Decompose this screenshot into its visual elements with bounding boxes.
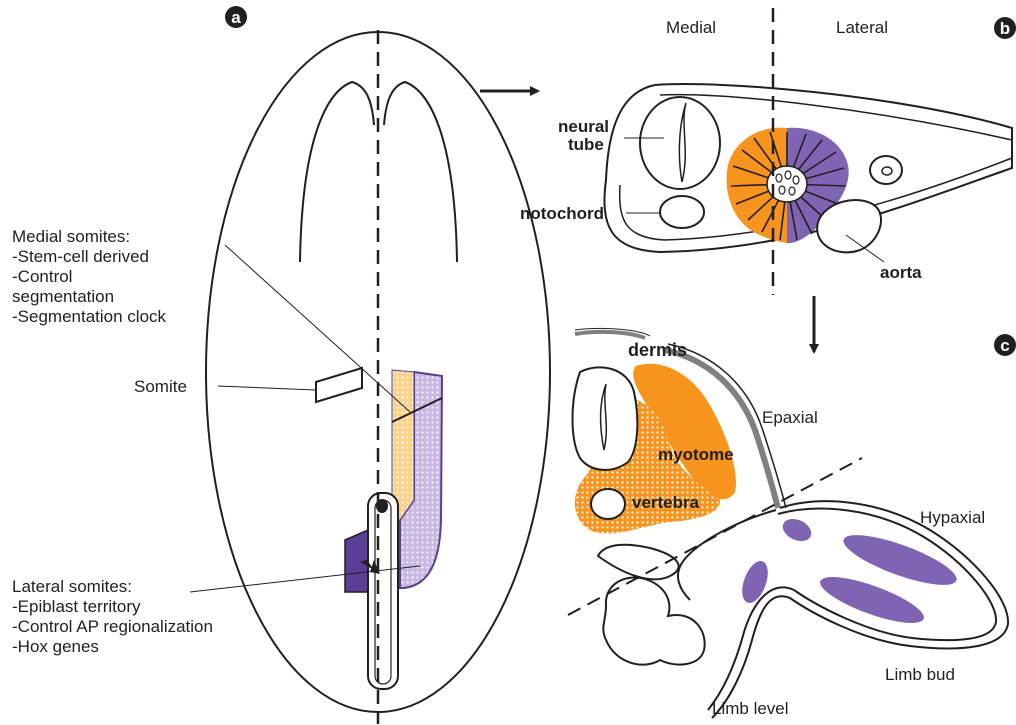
lateral-somites-label: Lateral somites: -Epiblast territory -Co…	[12, 577, 218, 656]
neural-tube-label: neural tube	[558, 117, 614, 154]
panel-b-letter: b	[1000, 19, 1010, 38]
dermis-strip-top	[575, 332, 645, 338]
head-fold-right	[384, 82, 457, 262]
primitive-streak	[368, 493, 398, 689]
medial-somites-label: Medial somites: -Stem-cell derived -Cont…	[12, 227, 167, 326]
medial-label: Medial	[666, 18, 716, 37]
muscle-precursor-2	[737, 558, 773, 607]
cardinal-vein	[870, 156, 902, 184]
myotome-label: myotome	[658, 445, 734, 464]
panel-b: b Medial Lateral	[520, 8, 1016, 295]
epaxial-label: Epaxial	[762, 408, 818, 427]
notochord	[660, 196, 704, 228]
somite-pointer	[218, 386, 316, 390]
muscle-precursor-1	[779, 515, 815, 546]
notochord-label: notochord	[520, 204, 604, 223]
limb-bud-label: Limb bud	[885, 665, 955, 684]
vertebra-label: vertebra	[632, 493, 700, 512]
lateral-label: Lateral	[836, 18, 888, 37]
limb-level-label: Limb level	[712, 699, 789, 718]
gut-outline	[603, 578, 704, 665]
notochord-c	[591, 489, 625, 519]
panel-a-letter: a	[231, 8, 241, 27]
dermis-label: dermis	[628, 340, 687, 360]
hypaxial-label: Hypaxial	[920, 508, 985, 527]
panel-c-letter: c	[1000, 336, 1009, 355]
somite-box	[316, 368, 362, 402]
panel-c: c dermis Epaxial myotome	[568, 328, 1016, 718]
head-fold-left	[300, 82, 374, 262]
aorta-label: aorta	[880, 263, 922, 282]
panel-a: a Medial somites: -Ste	[12, 6, 550, 724]
somite-label: Somite	[134, 377, 187, 396]
